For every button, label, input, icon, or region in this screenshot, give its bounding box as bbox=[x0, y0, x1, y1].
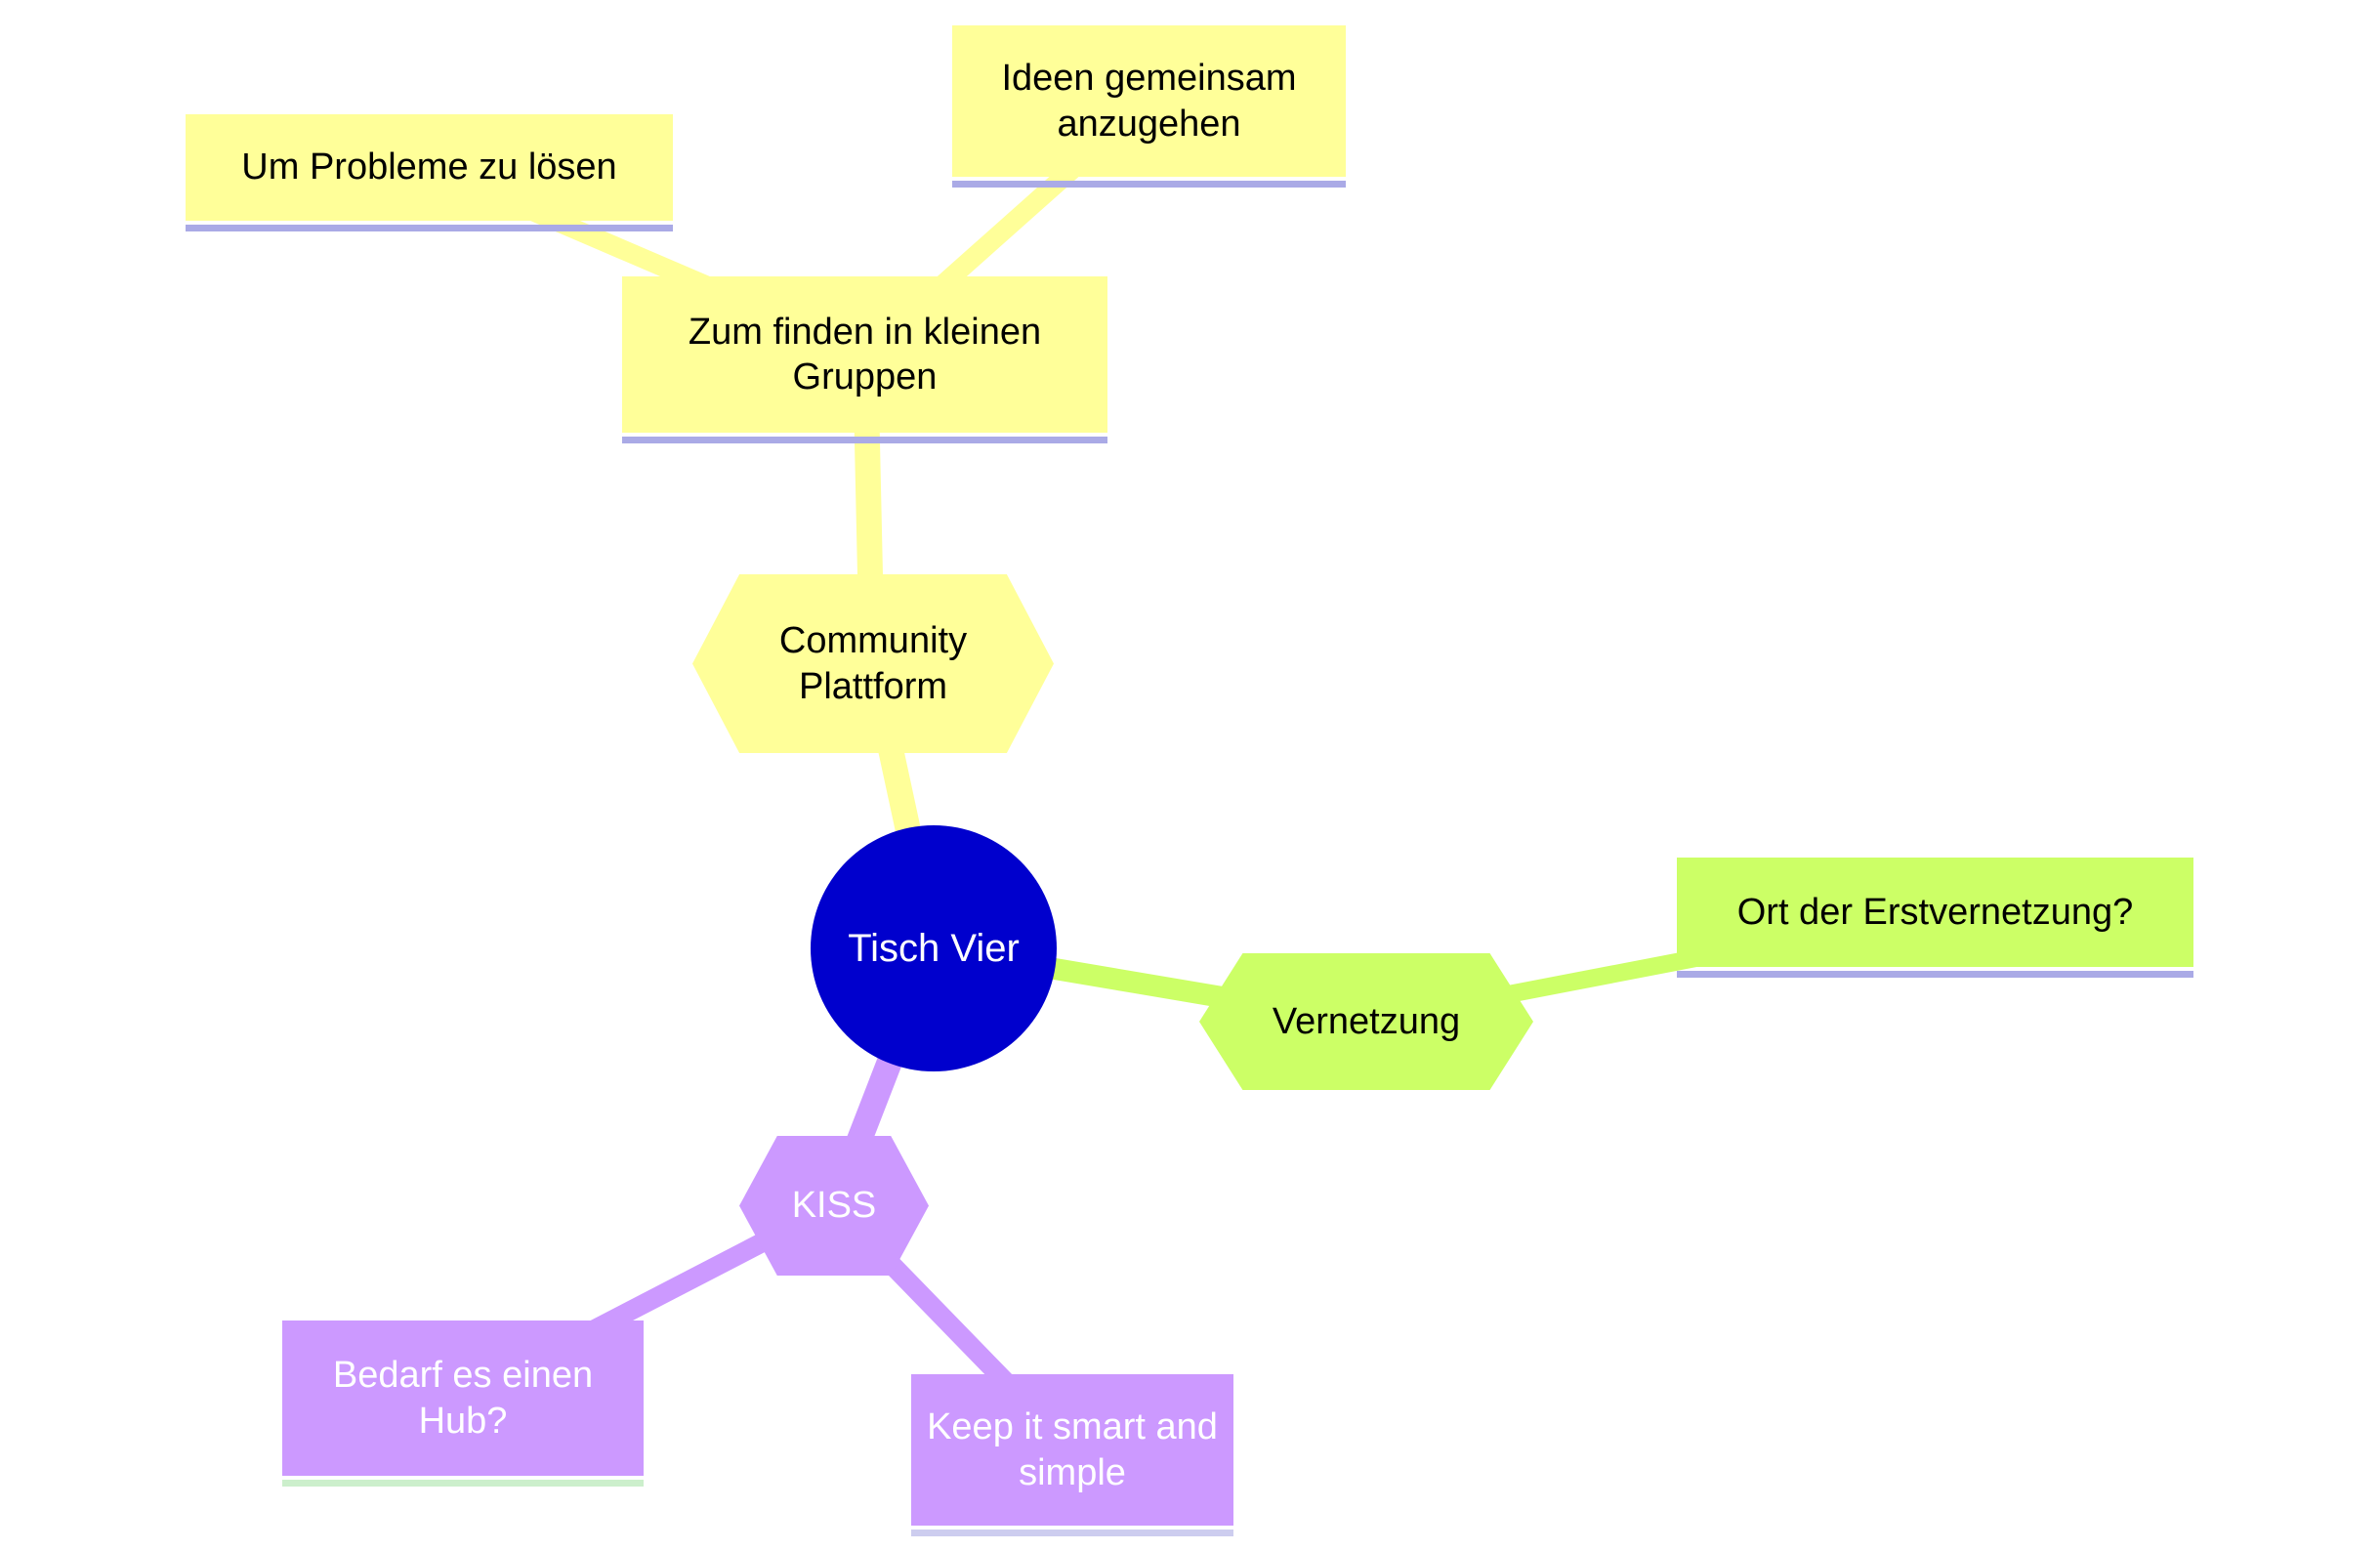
node-tisch-vier-root[interactable]: Tisch Vier bbox=[811, 825, 1057, 1071]
node-label: Zum finden in kleinen Gruppen bbox=[688, 311, 1042, 398]
node-ort-der-erstvernetzung[interactable]: Ort der Erstvernetzung? bbox=[1677, 858, 2193, 978]
node-label: Um Probleme zu lösen bbox=[241, 147, 617, 189]
node-underline bbox=[952, 181, 1346, 188]
node-label: Ort der Erstvernetzung? bbox=[1736, 891, 2134, 933]
node-zum-finden-in-kleinen-gruppen[interactable]: Zum finden in kleinen Gruppen bbox=[622, 276, 1107, 443]
node-label: Keep it smart and simple bbox=[927, 1406, 1218, 1493]
node-vernetzung[interactable]: Vernetzung bbox=[1199, 953, 1533, 1090]
node-label: KISS bbox=[791, 1185, 877, 1227]
node-underline bbox=[282, 1480, 644, 1487]
node-keep-it-smart-and-simple[interactable]: Keep it smart and simple bbox=[911, 1374, 1233, 1536]
node-label: Vernetzung bbox=[1272, 1000, 1461, 1042]
node-label: Ideen gemeinsam anzugehen bbox=[1001, 58, 1297, 145]
node-ideen-gemeinsam-anzugehen[interactable]: Ideen gemeinsam anzugehen bbox=[952, 25, 1346, 188]
node-um-probleme-zu-loesen[interactable]: Um Probleme zu lösen bbox=[186, 114, 673, 231]
node-kiss[interactable]: KISS bbox=[739, 1136, 929, 1276]
node-underline bbox=[1677, 971, 2193, 978]
node-bedarf-es-einen-hub[interactable]: Bedarf es einen Hub? bbox=[282, 1320, 644, 1487]
node-underline bbox=[911, 1530, 1233, 1536]
node-label: Tisch Vier bbox=[848, 926, 1020, 970]
node-community-plattform[interactable]: Community Plattform bbox=[692, 574, 1054, 753]
node-label: Bedarf es einen Hub? bbox=[332, 1355, 594, 1442]
node-underline bbox=[622, 437, 1107, 443]
node-underline bbox=[186, 225, 673, 231]
node-label: Community Plattform bbox=[778, 620, 968, 707]
